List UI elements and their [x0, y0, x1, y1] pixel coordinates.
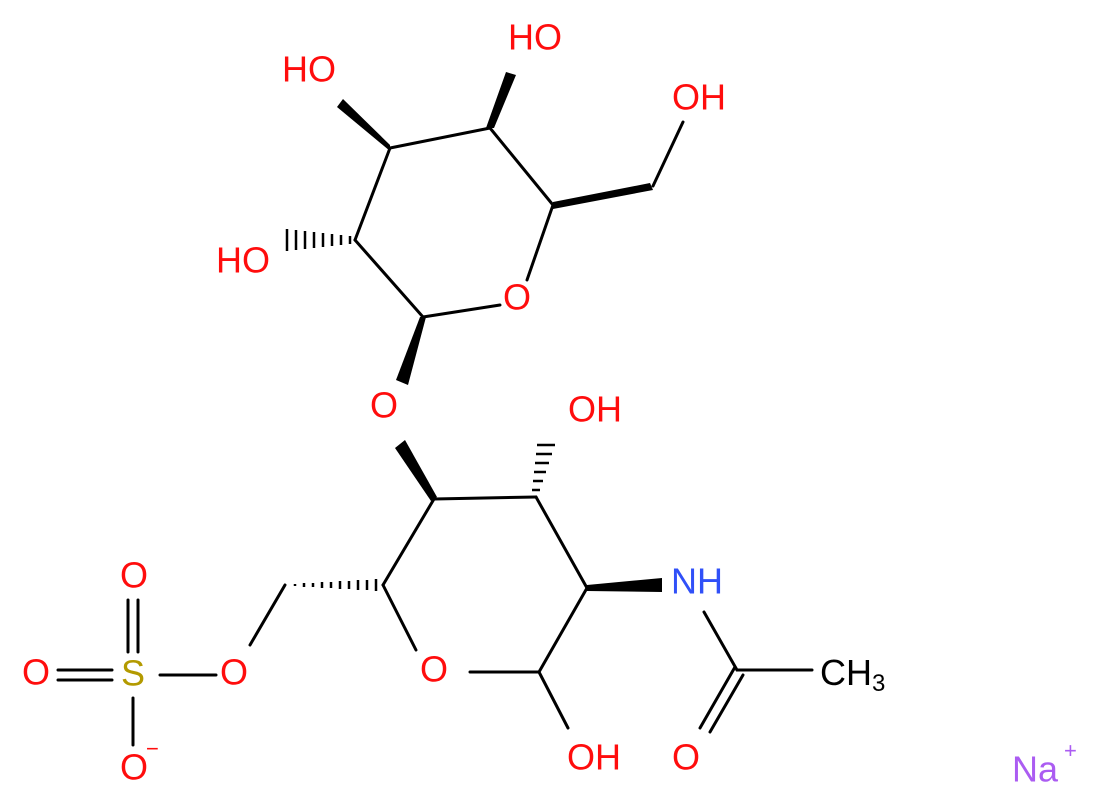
ester-oxygen-label: O [220, 652, 248, 693]
ring-oxygen-label: O [503, 277, 531, 318]
oh-label: OH [672, 77, 726, 118]
wedge-bond [587, 578, 662, 592]
methyl-text: CH [820, 652, 872, 693]
bond [248, 583, 287, 647]
nh-label: NH [671, 561, 723, 602]
bond [488, 126, 555, 207]
oh-label: OH [567, 737, 621, 778]
bond [537, 586, 589, 674]
sulfur-label: S [121, 653, 145, 694]
oh-label: OH [568, 389, 622, 430]
carbonyl-oxygen-label: O [672, 737, 700, 778]
bond [708, 673, 745, 734]
wedge-bond [396, 317, 426, 385]
bond [353, 146, 392, 242]
wedge-bond [553, 183, 653, 209]
ho-label: HO [282, 49, 336, 90]
methyl-subscript: 3 [872, 670, 885, 697]
wedge-bond [337, 99, 390, 151]
ho-label: HO [216, 240, 270, 281]
ho-label: HO [508, 17, 562, 58]
glycosidic-oxygen-label: O [370, 385, 398, 426]
methyl-label: CH3 [820, 652, 885, 698]
wedge-bond [395, 440, 437, 501]
sodium-label: Na [1012, 749, 1059, 790]
wedge-bond [486, 72, 516, 128]
bond [421, 303, 502, 319]
sodium-charge: + [1064, 738, 1077, 763]
bond [534, 495, 589, 590]
bond [388, 126, 492, 150]
hash-bond [285, 229, 352, 251]
bond [537, 670, 570, 730]
sulfonyl-oxygen-label: O [120, 555, 148, 596]
bond [525, 203, 555, 282]
oxide-charge: − [146, 736, 159, 761]
hash-bond [293, 579, 378, 591]
bond [702, 610, 739, 672]
bond [381, 583, 418, 652]
bond [698, 665, 737, 730]
ring-oxygen-label: O [420, 649, 448, 690]
bond [381, 497, 436, 587]
sulfonyl-oxygen-label: O [22, 652, 50, 693]
bond [432, 495, 538, 501]
hash-bond [532, 443, 555, 492]
bond [353, 238, 425, 319]
bond [651, 120, 685, 188]
oxide-oxygen-label: O [120, 747, 148, 788]
